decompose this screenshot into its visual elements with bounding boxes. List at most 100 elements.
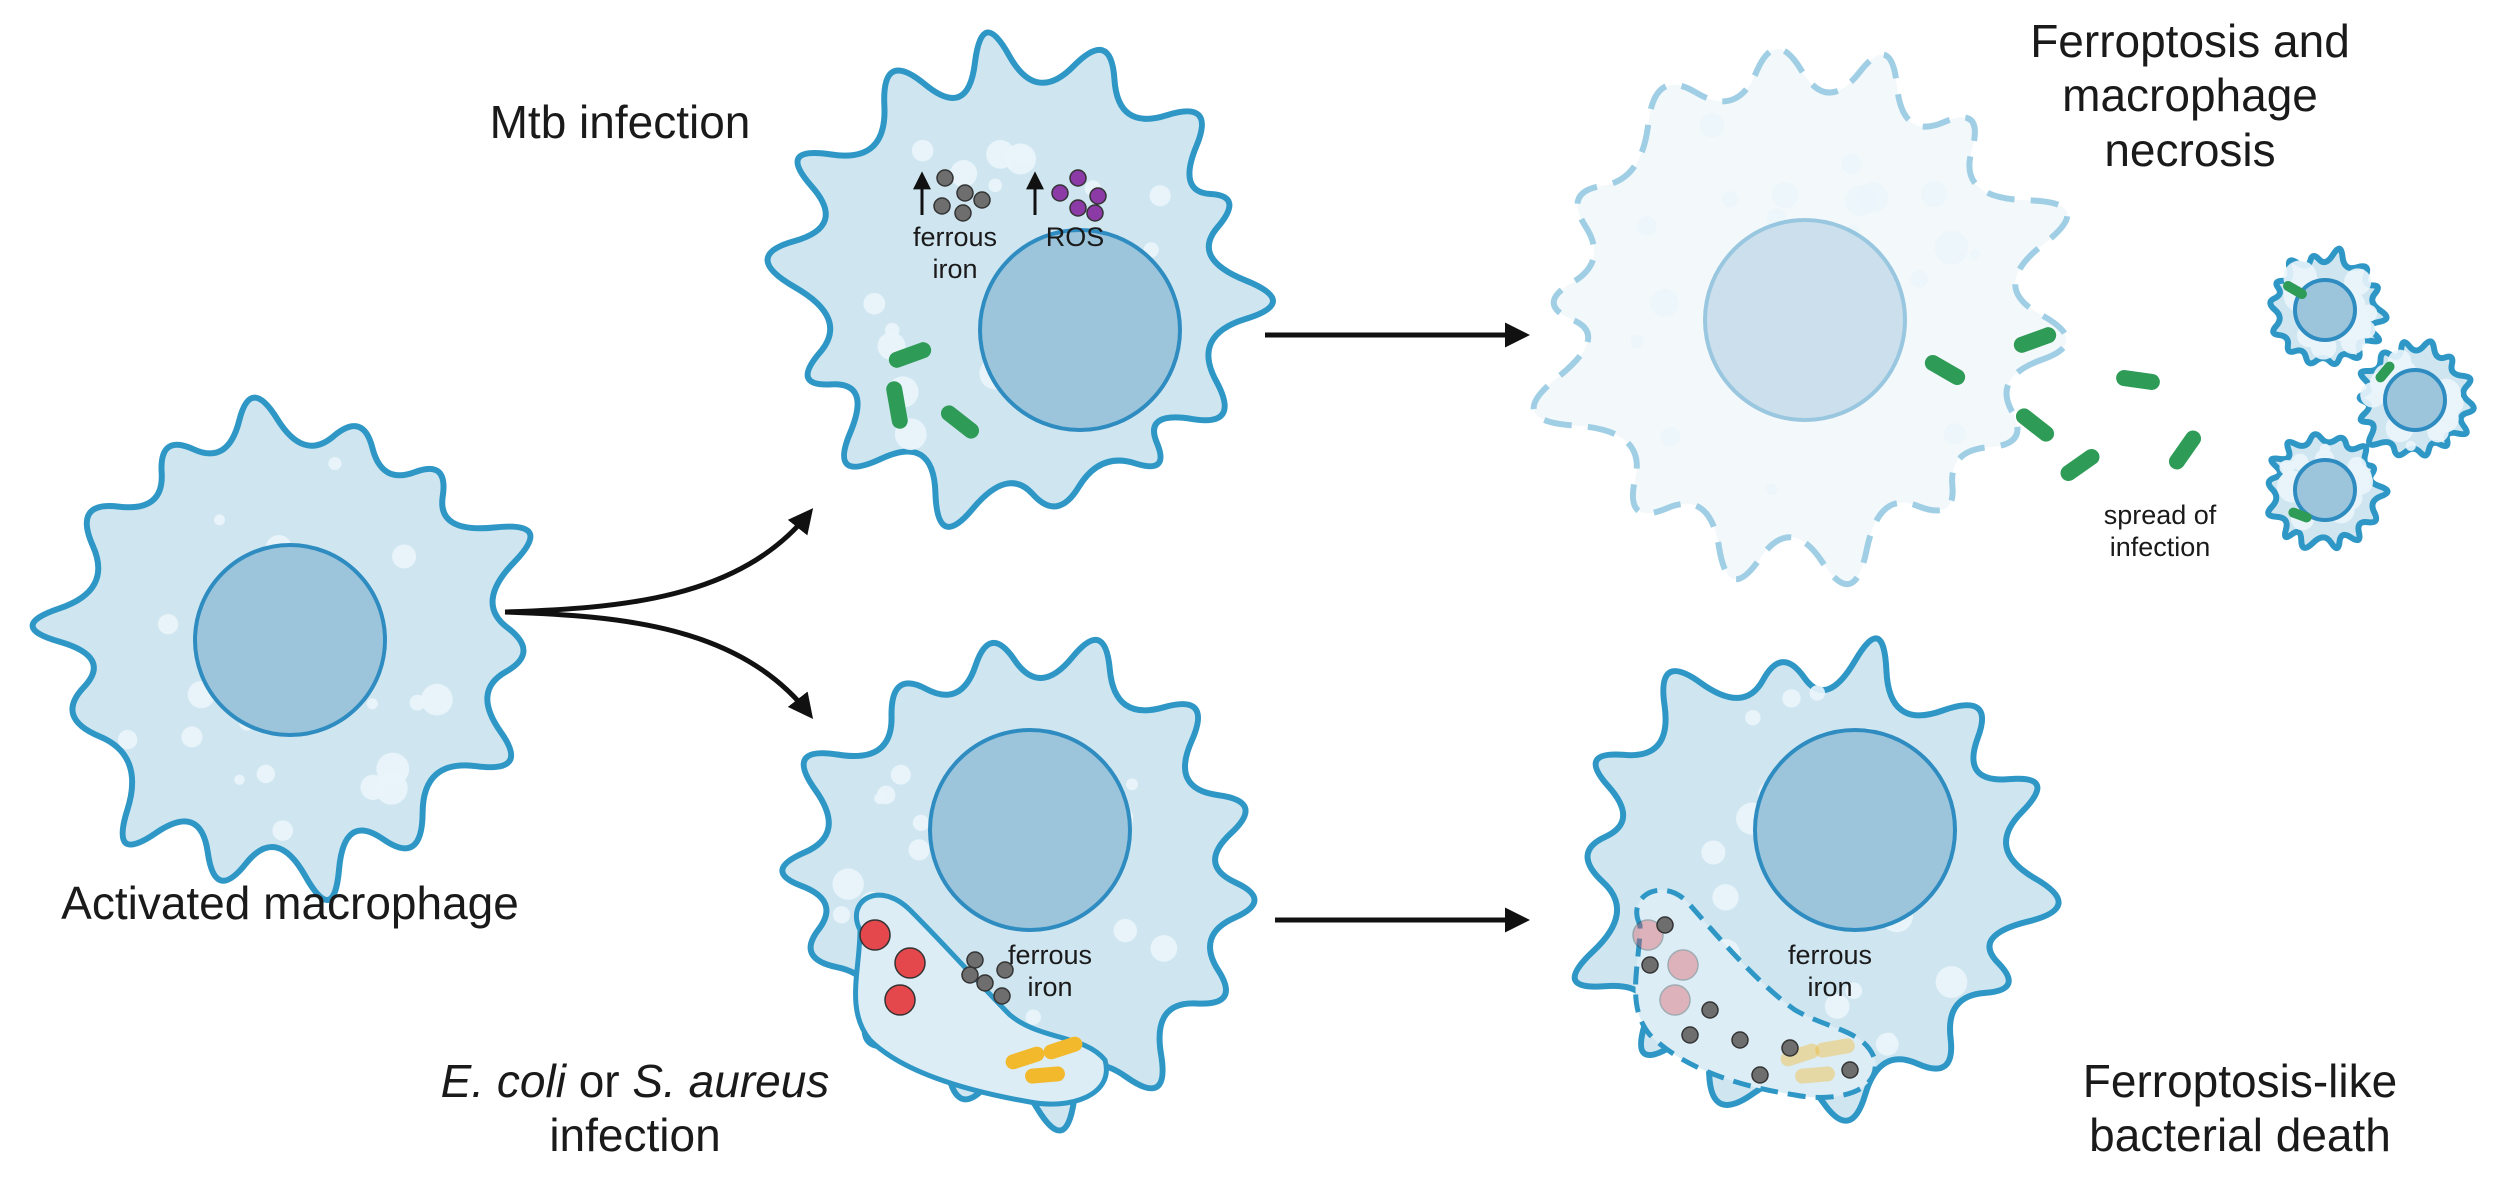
- spread-of-infection-label: spread of infection: [2070, 500, 2250, 564]
- ros-label: ROS: [1045, 222, 1105, 252]
- ferrous-iron-particle: [976, 974, 994, 992]
- necrotic-macrophage-cell-vesicle: [1721, 191, 1739, 208]
- ferrous-iron-particle: [1731, 1031, 1749, 1049]
- necrotic-macrophage-cell-vesicle: [1765, 483, 1778, 495]
- bacterial-death-macrophage-cell-vesicle: [1883, 1032, 1896, 1045]
- bacterial-death-macrophage-cell-vesicle: [1701, 840, 1726, 865]
- bacteria-infected-macrophage-cell-vesicle: [912, 814, 930, 832]
- activated-macrophage-cell-vesicle: [421, 683, 453, 716]
- necrotic-macrophage-cell-vesicle: [1650, 288, 1679, 318]
- ferroptosis-bacterial-death-label: Ferroptosis-like bacterial death: [1975, 1054, 2504, 1163]
- ferrous-iron-particle: [961, 966, 979, 984]
- small-infected-cell-3: [2265, 431, 2391, 552]
- bacteria-infected-macrophage-cell-nucleus: [928, 728, 1132, 932]
- ferrous-iron-bl-line-2: iron: [1027, 971, 1073, 1002]
- bacterial-death-macrophage-cell-vesicle: [1935, 966, 1968, 998]
- activated-macrophage-cell: [29, 394, 534, 903]
- spread-line-2: infection: [2109, 531, 2211, 562]
- ferroptosis-necrosis-label: Ferroptosis and macrophage necrosis: [1945, 14, 2435, 177]
- ferroptosis-necrosis-line-1: Ferroptosis and: [2030, 15, 2350, 67]
- coccus-bacterium: [859, 919, 891, 951]
- mtb-infected-macrophage-cell-vesicle: [988, 178, 1003, 193]
- ecoli-text: E. coli: [440, 1055, 566, 1107]
- bacterial-infection-line-2: infection: [549, 1109, 721, 1162]
- bacterial-death-macrophage-cell-vesicle: [1845, 982, 1863, 1000]
- necrotic-macrophage-cell-vesicle: [1944, 423, 1966, 445]
- ferrous-iron-particle: [966, 951, 984, 969]
- necrotic-macrophage-cell-vesicle: [1841, 153, 1862, 174]
- ferrous-iron-particle: [1641, 956, 1659, 974]
- activated-macrophage-cell-vesicle: [181, 726, 203, 748]
- ferrous-iron-particle: [996, 961, 1014, 979]
- necrotic-macrophage-cell-vesicle: [1660, 426, 1681, 447]
- ferroptosis-necrosis-line-2: macrophage: [2062, 69, 2318, 122]
- necrotic-macrophage-cell-vesicle: [1771, 182, 1799, 209]
- ferrous-iron-br-line-2: iron: [1807, 971, 1853, 1002]
- small-infected-cell-2-nucleus: [2383, 368, 2447, 432]
- bacteria-infected-macrophage-cell-vesicle: [1113, 918, 1137, 943]
- necrotic-macrophage-cell-vesicle: [1766, 208, 1787, 229]
- ferrous-iron-top-label: ferrous iron: [885, 222, 1025, 286]
- ferrous-iron-particle: [1781, 1039, 1799, 1057]
- small-infected-cell-2: [2356, 338, 2477, 459]
- ros-particle: [1089, 187, 1107, 205]
- necrotic-macrophage-cell-vesicle: [1969, 249, 1980, 260]
- mtb-bacillus: [1924, 355, 1966, 385]
- coccus-bacterium: [894, 947, 926, 979]
- ferrous-iron-particle: [936, 169, 954, 187]
- mtb-infected-macrophage-cell-vesicle: [1005, 143, 1037, 175]
- mtb-bacillus: [2013, 327, 2057, 353]
- bacterial-death-macrophage-cell-vesicle: [1809, 685, 1826, 701]
- small-infected-cell-1-vesicle: [2344, 268, 2372, 296]
- ferrous-iron-bl-line-1: ferrous: [1007, 940, 1093, 970]
- ferroptosis-necrosis-line-3: necrosis: [2104, 123, 2276, 176]
- ferrous-iron-particle: [954, 204, 972, 222]
- ferrous-iron-particle: [1656, 916, 1674, 934]
- ruptured-phagosome: [1633, 887, 1878, 1100]
- bacterial-death-line-1: Ferroptosis-like: [2082, 1055, 2398, 1107]
- faded-rod-bacterium: [1815, 1038, 1855, 1058]
- necrotic-macrophage-cell-vesicle: [1637, 216, 1657, 236]
- activated-macrophage-cell-vesicle: [157, 614, 179, 635]
- rod-bacterium: [1005, 1046, 1045, 1070]
- necrotic-macrophage-cell-vesicle: [1846, 225, 1860, 239]
- ferrous-iron-bl-label: ferrous iron: [985, 940, 1115, 1004]
- activated-macrophage-label: Activated macrophage: [61, 877, 519, 929]
- ferrous-iron-top-line-1: ferrous: [912, 222, 998, 252]
- coccus-bacterium: [884, 984, 916, 1016]
- bacteria-infected-macrophage-cell-vesicle: [874, 792, 886, 805]
- ferrous-iron-br-label: ferrous iron: [1765, 940, 1895, 1004]
- faded-coccus-bacterium: [1632, 919, 1664, 951]
- rod-bacterium: [1043, 1036, 1083, 1060]
- arrow-to-mtb-infection: [504, 508, 814, 615]
- ferrous-iron-top-line-2: iron: [932, 253, 978, 284]
- necrotic-macrophage-cell-vesicle: [1699, 112, 1725, 138]
- bacteria-infected-macrophage-cell-vesicle: [1150, 935, 1178, 962]
- necrotic-macrophage-cell-vesicle: [1856, 181, 1889, 214]
- activated-macrophage-cell-vesicle: [256, 764, 276, 784]
- bacteria-infected-macrophage-cell-vesicle: [890, 764, 911, 785]
- bacterial-death-macrophage-cell-vesicle: [1782, 689, 1801, 708]
- small-infected-cell-3-nucleus: [2293, 458, 2357, 522]
- saureus-text: S. aureus: [632, 1055, 830, 1107]
- ros-particle: [1086, 204, 1104, 222]
- ros-particle: [1069, 169, 1087, 187]
- mtb-bacillus: [2168, 430, 2202, 470]
- ferrous-iron-particle: [1681, 1026, 1699, 1044]
- small-infected-cell-1-nucleus: [2293, 278, 2357, 342]
- bacterial-infection-label: E. coli or S. aureus infection: [380, 1054, 890, 1163]
- mtb-infected-macrophage-cell-vesicle: [863, 292, 886, 315]
- bacterial-infection-line-1: E. coli or S. aureus: [380, 1054, 890, 1108]
- mtb-bacillus: [886, 381, 908, 429]
- activated-macrophage-cell-vesicle: [117, 729, 138, 750]
- mtb-bacillus: [2283, 281, 2307, 299]
- ferrous-iron-particle: [973, 191, 991, 209]
- bacterial-death-macrophage-cell-vesicle: [1824, 994, 1850, 1019]
- mtb-bacillus: [2116, 370, 2160, 390]
- bacteria-infected-macrophage-cell-vesicle: [1126, 778, 1138, 791]
- bacterial-death-macrophage-cell-vesicle: [1712, 884, 1739, 911]
- bacterial-death-macrophage-cell-nucleus: [1753, 728, 1957, 932]
- bacteria-infected-macrophage-cell-vesicle: [832, 906, 851, 924]
- ferrous-iron-particle: [1701, 1001, 1719, 1019]
- mtb-infected-macrophage-cell-vesicle: [911, 139, 934, 162]
